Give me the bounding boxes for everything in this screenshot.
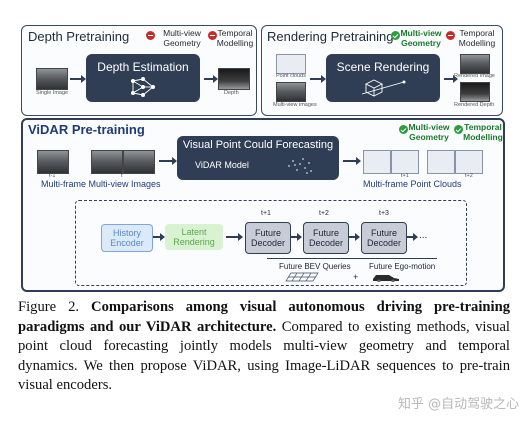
input-frame-thumbnail bbox=[37, 150, 69, 174]
check-icon bbox=[454, 125, 463, 134]
arrow bbox=[204, 75, 218, 83]
caption-body: Compared to existing methods, visual poi… bbox=[18, 318, 510, 394]
multi-view-image-thumbnail bbox=[276, 82, 306, 102]
tag-multi-view-geometry: Multi-view Geometry bbox=[163, 28, 201, 48]
arrow bbox=[159, 157, 177, 165]
depth-estimation-box: Depth Estimation bbox=[86, 54, 200, 102]
architecture-detail-panel bbox=[75, 200, 467, 286]
output-point-cloud-thumbnail bbox=[427, 150, 455, 174]
car-icon bbox=[373, 275, 399, 282]
rendered-image-thumbnail bbox=[460, 54, 490, 74]
history-encoder-module: History Encoder bbox=[101, 224, 153, 252]
watermark: 知乎 @自动驾驶之心 bbox=[398, 397, 520, 412]
panel-title: Rendering Pretraining bbox=[267, 29, 394, 44]
rendering-pretraining-panel: Rendering Pretraining Multi-view Geometr… bbox=[261, 25, 503, 116]
box-model: ViDAR Model bbox=[195, 160, 249, 170]
future-decoder-module: Future Decoder bbox=[245, 222, 291, 254]
figure-caption: Figure 2. Comparisons among visual auton… bbox=[18, 298, 510, 396]
box-title: Visual Point Could Forecasting bbox=[182, 139, 334, 151]
cross-icon bbox=[446, 31, 455, 40]
future-time-label: t+3 bbox=[379, 210, 389, 217]
depth-map-thumbnail bbox=[218, 68, 250, 90]
bev-queries-label: Future BEV Queries bbox=[279, 262, 351, 271]
output-label: Rendered Image bbox=[454, 73, 495, 79]
input-label: Single Image bbox=[36, 90, 69, 96]
time-label: t-1 bbox=[49, 173, 56, 179]
visual-point-cloud-forecasting-box: Visual Point Could Forecasting ViDAR Mod… bbox=[177, 136, 339, 180]
arrow bbox=[348, 233, 360, 241]
arrow bbox=[444, 75, 458, 83]
arrow bbox=[153, 233, 165, 241]
single-image-thumbnail bbox=[36, 68, 68, 90]
point-cloud-icon bbox=[288, 158, 312, 174]
future-decoder-module: Future Decoder bbox=[303, 222, 349, 254]
tag-temporal-modelling: Temporal Modelling bbox=[458, 28, 496, 48]
tag-multi-view-geometry: Multi-view Geometry bbox=[408, 122, 450, 142]
point-cloud-thumbnail bbox=[276, 54, 306, 74]
vidar-pretraining-panel: ViDAR Pre-training Multi-view Geometry T… bbox=[21, 118, 505, 292]
time-label: t+2 bbox=[465, 173, 473, 179]
output-label: Depth bbox=[224, 90, 239, 96]
future-time-label: t+2 bbox=[319, 210, 329, 217]
cross-icon bbox=[146, 31, 155, 40]
tag-temporal-modelling: Temporal Modelling bbox=[216, 28, 254, 48]
neural-network-icon bbox=[131, 77, 155, 97]
bev-feed-line bbox=[267, 258, 437, 260]
output-point-cloud-thumbnail bbox=[391, 150, 419, 174]
input-frame-thumbnail bbox=[91, 150, 123, 174]
arrow bbox=[290, 233, 302, 241]
time-label: t+1 bbox=[401, 173, 409, 179]
future-time-label: t+1 bbox=[261, 210, 271, 217]
output-label: Multi-frame Point Clouds bbox=[363, 179, 462, 189]
input-label: Multi-frame Multi-view Images bbox=[41, 179, 161, 189]
panel-title: ViDAR Pre-training bbox=[28, 122, 145, 137]
box-label: Scene Rendering bbox=[336, 60, 430, 74]
caption-bold: Comparisons among visual autonomous driv… bbox=[18, 299, 510, 335]
check-icon bbox=[391, 31, 400, 40]
scene-rendering-box: Scene Rendering bbox=[326, 54, 440, 102]
input-label: Multi-view images bbox=[273, 102, 317, 108]
caption-prefix: Figure 2. bbox=[18, 299, 80, 315]
time-label: t bbox=[121, 173, 123, 179]
tag-multi-view-geometry: Multi-view Geometry bbox=[400, 28, 442, 48]
ego-motion-label: Future Ego-motion bbox=[369, 262, 436, 271]
rendering-ray-icon bbox=[361, 79, 406, 97]
arrow bbox=[310, 75, 326, 83]
output-point-cloud-thumbnail bbox=[455, 150, 483, 174]
tag-temporal-modelling: Temporal Modelling bbox=[463, 122, 503, 142]
arrow bbox=[226, 233, 243, 241]
arrow bbox=[406, 233, 418, 241]
plus-sign: + bbox=[353, 272, 359, 282]
arrow bbox=[343, 157, 361, 165]
box-label: Depth Estimation bbox=[97, 60, 189, 74]
depth-pretraining-panel: Depth Pretraining Multi-view Geometry Te… bbox=[21, 25, 257, 116]
latent-rendering-module: Latent Rendering bbox=[165, 224, 223, 250]
cross-icon bbox=[208, 31, 217, 40]
output-label: Rendered Depth bbox=[454, 102, 495, 108]
future-decoder-module: Future Decoder bbox=[361, 222, 407, 254]
input-frame-thumbnail bbox=[123, 150, 155, 174]
arrow bbox=[70, 75, 86, 83]
check-icon bbox=[399, 125, 408, 134]
ellipsis: ... bbox=[419, 230, 428, 241]
panel-title: Depth Pretraining bbox=[28, 29, 130, 44]
output-point-cloud-thumbnail bbox=[363, 150, 391, 174]
rendered-depth-thumbnail bbox=[460, 82, 490, 102]
input-label: Point clouds bbox=[276, 73, 306, 79]
bev-grid-icon bbox=[285, 272, 319, 282]
